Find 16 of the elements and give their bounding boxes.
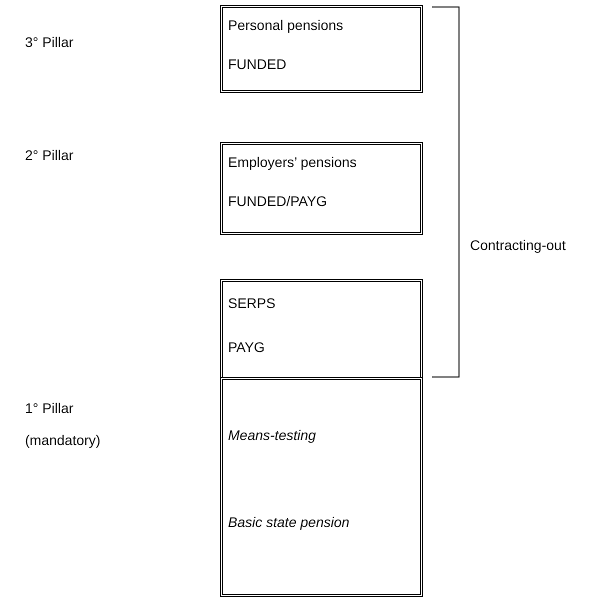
box-text: PAYG [228,338,265,356]
pillar-label: 3° Pillar [25,33,74,52]
bracket-label: Contracting-out [470,236,567,255]
pension-box [220,142,423,235]
pension-box [220,279,423,380]
pillar-label: 1° Pillar (mandatory) [25,399,102,450]
box-text: FUNDED/PAYG [228,192,328,210]
box-heading: Employers’ pensions [228,153,357,171]
pension-box [220,377,423,597]
pension-box [220,5,423,93]
box-text: Basic state pension [228,513,350,531]
box-heading: Means-testing [228,426,316,444]
box-heading: SERPS [228,294,276,312]
box-heading: Personal pensions [228,16,344,34]
pillar-label: 2° Pillar [25,146,74,165]
box-text: FUNDED [228,55,286,73]
